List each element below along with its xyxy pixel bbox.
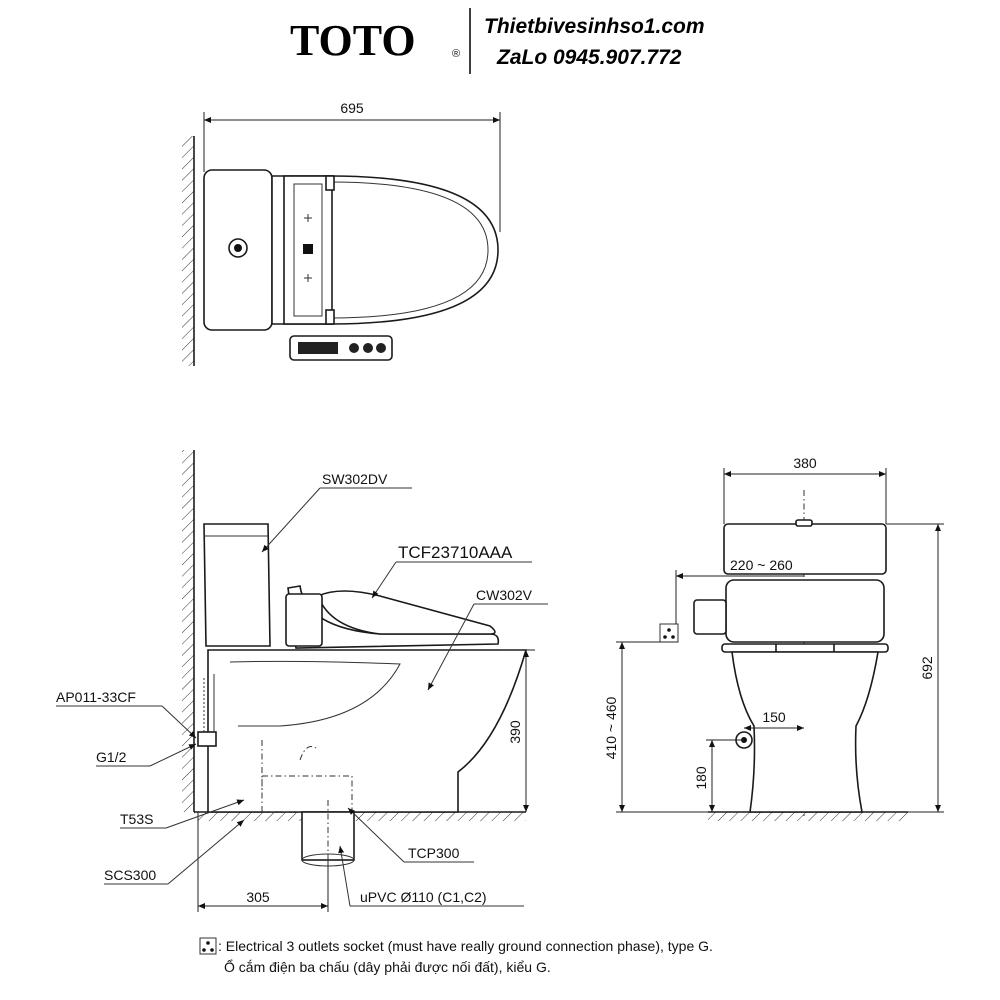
seal-label: SCS300 xyxy=(104,867,156,883)
legend-socket-icon xyxy=(199,937,217,955)
registered-mark: ® xyxy=(452,48,460,60)
front-width-dimension: 380 xyxy=(793,455,817,471)
side-wall-hatch xyxy=(182,450,194,812)
front-view: 380 220 ~ 260 410 ~ 460 692 1 xyxy=(603,455,944,821)
seat-control-side xyxy=(693,599,727,635)
total-height-dimension: 692 xyxy=(919,656,935,680)
brand-logo: TOTO xyxy=(290,16,416,65)
valve-label: AP011-33CF xyxy=(56,689,136,705)
bolt-label: T53S xyxy=(120,811,153,827)
outlet-range-dimension: 220 ~ 260 xyxy=(730,557,793,573)
bowl-side xyxy=(207,649,528,813)
website-text[interactable]: Thietbivesinhso1.com xyxy=(484,15,705,38)
seat-label: TCF23710AAA xyxy=(398,543,513,562)
bowl-label: CW302V xyxy=(476,587,533,603)
seat-front xyxy=(725,579,885,643)
socket-icon xyxy=(659,623,679,643)
socket-height-dimension: 410 ~ 460 xyxy=(603,696,619,759)
supply-height-dimension: 180 xyxy=(693,766,709,790)
thread-label: G1/2 xyxy=(96,749,127,765)
legend: : Electrical 3 outlets socket (must have… xyxy=(199,937,713,975)
side-view: 390 305 SW302DV TCF23710AAA CW302V AP011… xyxy=(56,450,548,912)
bowl-front xyxy=(731,651,879,813)
wall-hatch xyxy=(182,136,194,366)
front-floor-hatch xyxy=(708,812,908,821)
width-dimension: 695 xyxy=(340,100,364,116)
height-dimension: 390 xyxy=(507,720,523,744)
adapter-label: TCP300 xyxy=(408,845,460,861)
legend-vietnamese: Ổ cắm điện ba chấu (dây phải được nối đấ… xyxy=(224,958,551,975)
contact-text: ZaLo 0945.907.772 xyxy=(496,46,682,69)
side-floor-hatch xyxy=(194,812,526,821)
top-view: 695 xyxy=(182,100,501,366)
lid-side xyxy=(316,590,496,635)
tank-side xyxy=(203,523,271,647)
tank-label: SW302DV xyxy=(322,471,388,487)
rough-in-dimension: 305 xyxy=(246,889,270,905)
header: TOTO ® Thietbivesinhso1.com ZaLo 0945.90… xyxy=(290,8,705,74)
flush-button-icon xyxy=(228,238,248,258)
legend-english: : Electrical 3 outlets socket (must have… xyxy=(218,938,713,954)
pipe-label: uPVC Ø110 (C1,C2) xyxy=(360,889,487,905)
supply-offset-dimension: 150 xyxy=(762,709,786,725)
